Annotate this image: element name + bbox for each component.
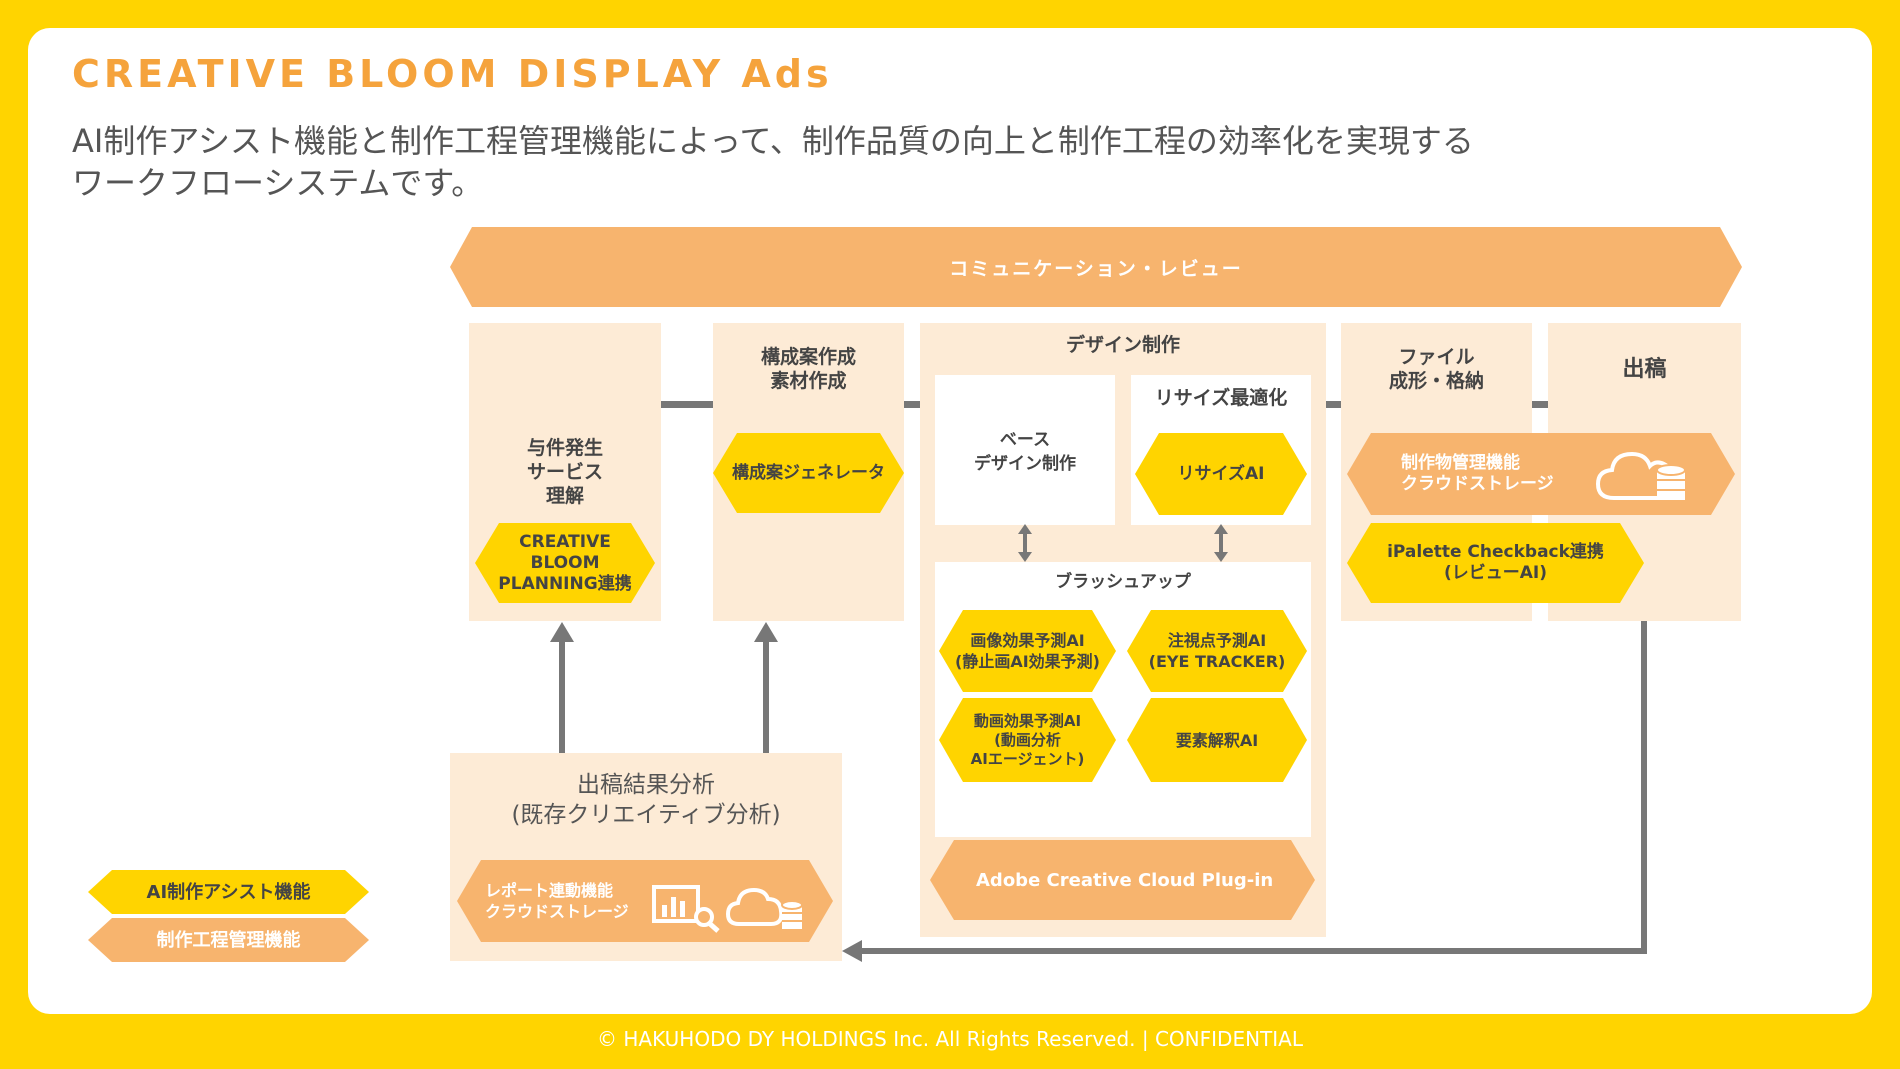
base-design-label: ベース デザイン制作 [974,430,1076,474]
cloud-icon [725,887,784,926]
stage-file-title: ファイル 成形・格納 [1388,346,1484,392]
connector-line [1532,401,1548,408]
adobe-plugin-hex: Adobe Creative Cloud Plug-in [930,840,1315,920]
video-effect-ai-hex: 動画効果予測AI (動画分析 AIエージェント) [939,698,1116,782]
resize-ai-hex: リサイズAI [1135,433,1307,515]
composition-generator-hex: 構成案ジェネレータ [713,433,904,513]
subtitle-line-2: ワークフローシステムです。 [72,164,484,202]
creative-bloom-planning-hex: CREATIVE BLOOM PLANNING連携 [475,523,655,603]
footer-copyright: © HAKUHODO DY HOLDINGS Inc. All Rights R… [597,1027,1303,1051]
image-effect-ai-hex: 画像効果予測AI (静止画AI効果予測) [939,610,1116,692]
stage-publish-title: 出稿 [1622,357,1667,382]
legend-process-management: 制作工程管理機能 [88,918,369,962]
base-design-box [935,375,1115,525]
arrow-up-icon [754,622,778,642]
legend-ai-assist: AI制作アシスト機能 [88,870,369,914]
arrow-left-icon [842,940,862,962]
return-line-vertical [1641,621,1647,954]
connector-line [904,401,920,408]
return-line-horizontal [860,948,1647,954]
database-icon [1656,464,1686,500]
communication-review-bar: コミュニケーション・レビュー [450,227,1742,307]
connector-line [661,401,713,408]
double-arrow-icon [1018,524,1032,562]
arrow-up-icon [550,622,574,642]
checkback-review-ai-hex: iPalette Checkback連携 (レビューAI) [1347,523,1644,603]
eye-tracker-ai-hex: 注視点予測AI (EYE TRACKER) [1127,610,1307,692]
element-interpretation-ai-hex: 要素解釈AI [1127,698,1307,782]
connector-line [1326,401,1341,408]
page-subtitle: AI制作アシスト機能と制作工程管理機能によって、制作品質の向上と制作工程の効率化… [72,120,1474,204]
database-icon [781,900,803,929]
analysis-title: 出稿結果分析 (既存クリエイティブ分析) [511,772,781,828]
feedback-arrow-line [559,640,565,753]
brushup-title: ブラッシュアップ [1055,572,1191,592]
stage-requirements-title: 与件発生 サービス 理解 [526,437,603,507]
double-arrow-icon [1214,524,1228,562]
stage-design-title: デザイン制作 [1065,334,1180,356]
stage-composition-title: 構成案作成 素材作成 [760,346,856,392]
chart-magnifier-icon [652,885,720,933]
feedback-arrow-line [763,640,769,753]
page-title: CREATIVE BLOOM DISPLAY Ads [72,52,833,96]
subtitle-line-1: AI制作アシスト機能と制作工程管理機能によって、制作品質の向上と制作工程の効率化… [72,122,1474,160]
resize-title: リサイズ最適化 [1154,387,1288,409]
